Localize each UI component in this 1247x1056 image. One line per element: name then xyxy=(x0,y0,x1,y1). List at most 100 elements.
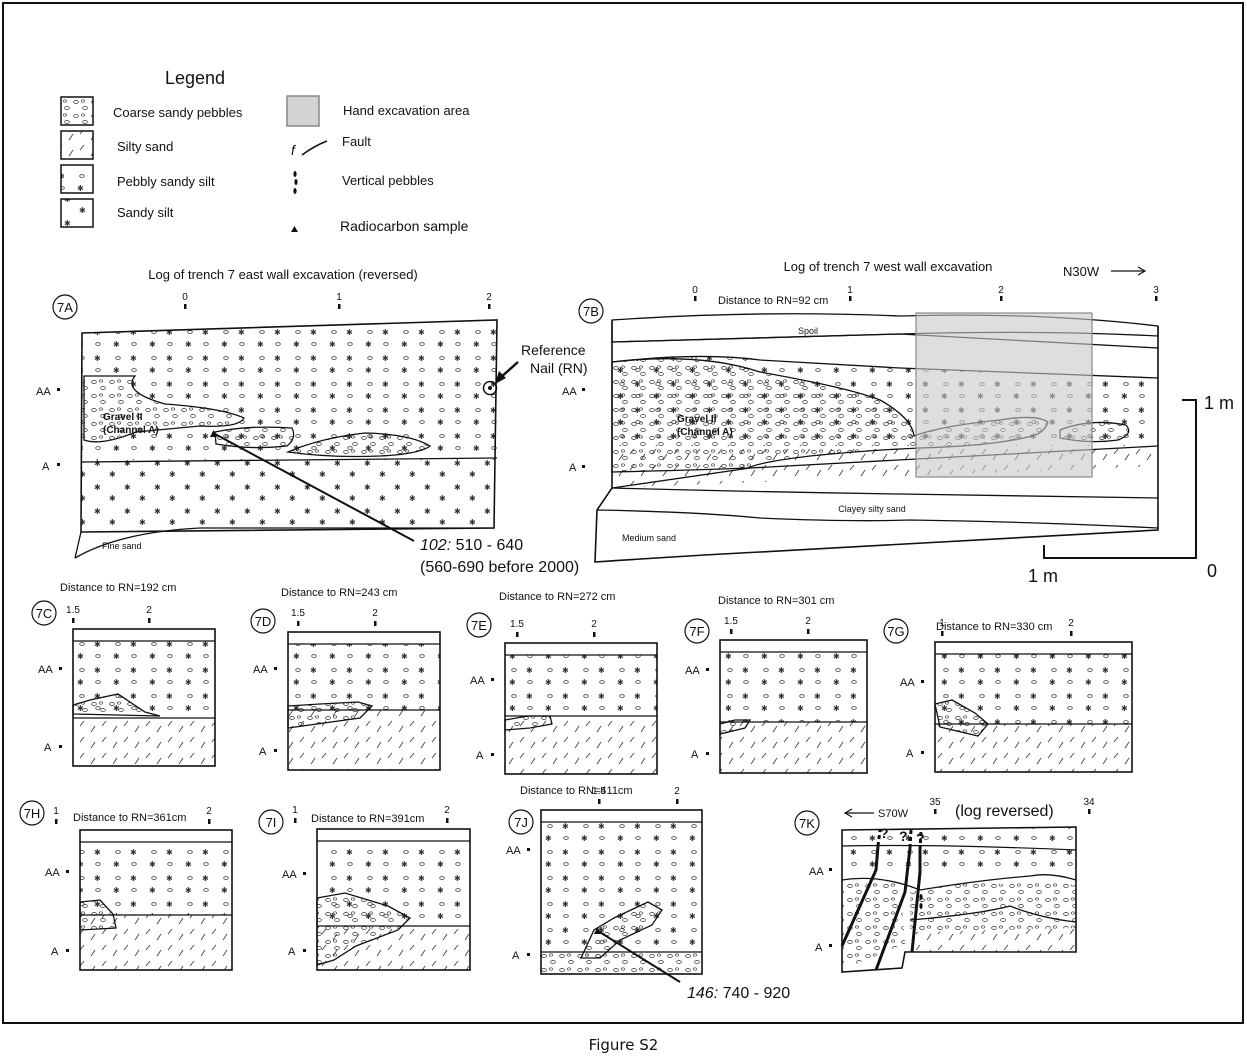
panel-7b-outline xyxy=(594,320,1159,563)
panel-7g-label-circle xyxy=(883,618,909,644)
panel-7a-gravel-lens-2 xyxy=(285,432,432,458)
scale-horizontal: 1 m xyxy=(1028,566,1058,586)
panel-7d-aa: AA xyxy=(253,664,268,676)
panel-7a-base-edge xyxy=(74,531,82,559)
panel-7b-direction: N30W xyxy=(1063,264,1100,279)
panel-7a-base-contact xyxy=(74,527,494,559)
panel-7g-tick-1: 1 xyxy=(939,618,945,629)
panel-7f-aa: AA xyxy=(685,665,700,677)
tick-mark xyxy=(294,818,297,823)
fault-line-icon xyxy=(874,847,912,971)
panel-7h-tick-2: 2 xyxy=(206,806,212,817)
panel-7e-label-circle xyxy=(466,612,492,638)
panel-7d-a: A xyxy=(259,746,267,758)
panel-7f-upper-unit-top xyxy=(720,652,867,690)
panel-7i-label-circle xyxy=(258,809,284,835)
panel-7a-gravel-label: Gravel II xyxy=(103,412,143,423)
marker xyxy=(491,678,494,681)
tick-mark xyxy=(694,296,697,301)
panel-7i-tick-1: 1 xyxy=(292,805,298,816)
panel-7c-distance: Distance to RN=192 cm xyxy=(60,582,176,594)
panel-7k: 7K S70W 35 (log reversed) 34 ? ? ? AA A xyxy=(794,797,1095,973)
fault-dashed xyxy=(876,829,882,847)
marker xyxy=(527,848,530,851)
panel-7b-tick-0: 0 xyxy=(692,285,698,296)
panel-7k-outline xyxy=(841,826,1077,973)
sample-leader-line xyxy=(597,930,681,983)
radiocarbon-icon xyxy=(291,226,298,232)
panel-7a-gravel-lens xyxy=(214,426,295,449)
panel-7a-fine-sand: Fine sand xyxy=(102,541,142,551)
panel-7a-gravel-fill xyxy=(84,376,244,442)
legend: Legend Coarse sandy pebbles Silty sand P… xyxy=(60,68,470,234)
fault-line-icon xyxy=(840,845,880,947)
sample-102-range: 510 - 640 xyxy=(451,537,523,554)
panel-7b-contact-clay xyxy=(611,487,1159,499)
panel-7h-aa: AA xyxy=(45,867,60,879)
sample-146-range: 740 - 920 xyxy=(718,985,790,1002)
panel-7i-distance: Distance to RN=391cm xyxy=(311,813,424,825)
panel-7e-upper-unit-top xyxy=(505,655,657,700)
panel-7h-distance: Distance to RN=361cm xyxy=(73,812,186,824)
panel-7k-label: 7K xyxy=(799,816,815,831)
panel-7g-label: 7G xyxy=(887,624,904,639)
marker xyxy=(57,388,60,391)
panel-7e-label: 7E xyxy=(471,618,487,633)
marker xyxy=(582,465,585,468)
tick-mark xyxy=(374,621,377,626)
panel-7k-note: (log reversed) xyxy=(955,803,1054,820)
panel-7j-distance: Distance to RN=411cm xyxy=(520,785,633,797)
panel-7a-channel-label: (Channel A) xyxy=(103,425,159,436)
marker xyxy=(59,745,62,748)
panel-7h-upper-unit-top xyxy=(80,842,232,892)
marker xyxy=(527,953,530,956)
panel-7j-tick-2: 2 xyxy=(674,786,680,797)
panel-7d-outline xyxy=(287,631,441,771)
panel-7h-outline xyxy=(79,829,233,971)
marker xyxy=(829,944,832,947)
tick-mark xyxy=(1070,631,1073,636)
panel-7i-tick-2: 2 xyxy=(444,805,450,816)
panel-7i-aa: AA xyxy=(282,869,297,881)
sandy-swatch xyxy=(60,198,94,228)
figure-caption: Figure S2 xyxy=(588,1036,659,1054)
marker xyxy=(921,751,924,754)
panel-7f-tick-1: 1.5 xyxy=(724,616,738,627)
panel-7d-label-circle xyxy=(250,608,276,634)
panel-7i-upper-unit-top xyxy=(317,841,470,894)
fault-dashed xyxy=(918,831,923,851)
tick-mark xyxy=(72,618,75,623)
panel-7f-lower-unit xyxy=(720,722,867,773)
panel-7f-a: A xyxy=(691,749,699,761)
sample-leader-line xyxy=(214,433,415,542)
panel-7e-outline xyxy=(504,642,658,775)
panel-7c-tick-1: 1.5 xyxy=(66,605,80,616)
sample-146-label: 146: 740 - 920 xyxy=(687,985,790,1002)
panel-7k-contact-1 xyxy=(841,874,1077,891)
panel-7f-outline xyxy=(719,639,868,774)
panel-7g-aa: AA xyxy=(900,677,915,689)
panel-7c-outline xyxy=(72,628,216,767)
panel-7k-a: A xyxy=(815,942,823,954)
legend-fault: Fault xyxy=(342,134,371,149)
panel-7d-tick-1: 1.5 xyxy=(291,608,305,619)
tick-mark xyxy=(148,618,151,623)
panel-7d-label: 7D xyxy=(255,614,272,629)
panel-7j-label: 7J xyxy=(514,815,528,830)
panel-7f-upper-unit xyxy=(720,690,867,722)
marker xyxy=(921,680,924,683)
panel-7j-upper-unit-top xyxy=(541,822,702,870)
tick-mark xyxy=(208,819,211,824)
sample-102-note: (560-690 before 2000) xyxy=(420,559,579,576)
marker xyxy=(57,463,60,466)
panel-7k-tick-35: 35 xyxy=(929,797,941,808)
tick-mark xyxy=(676,799,679,804)
marker xyxy=(66,870,69,873)
hand-excavation-area xyxy=(915,312,1093,478)
panel-7a-label-circle xyxy=(52,294,78,320)
